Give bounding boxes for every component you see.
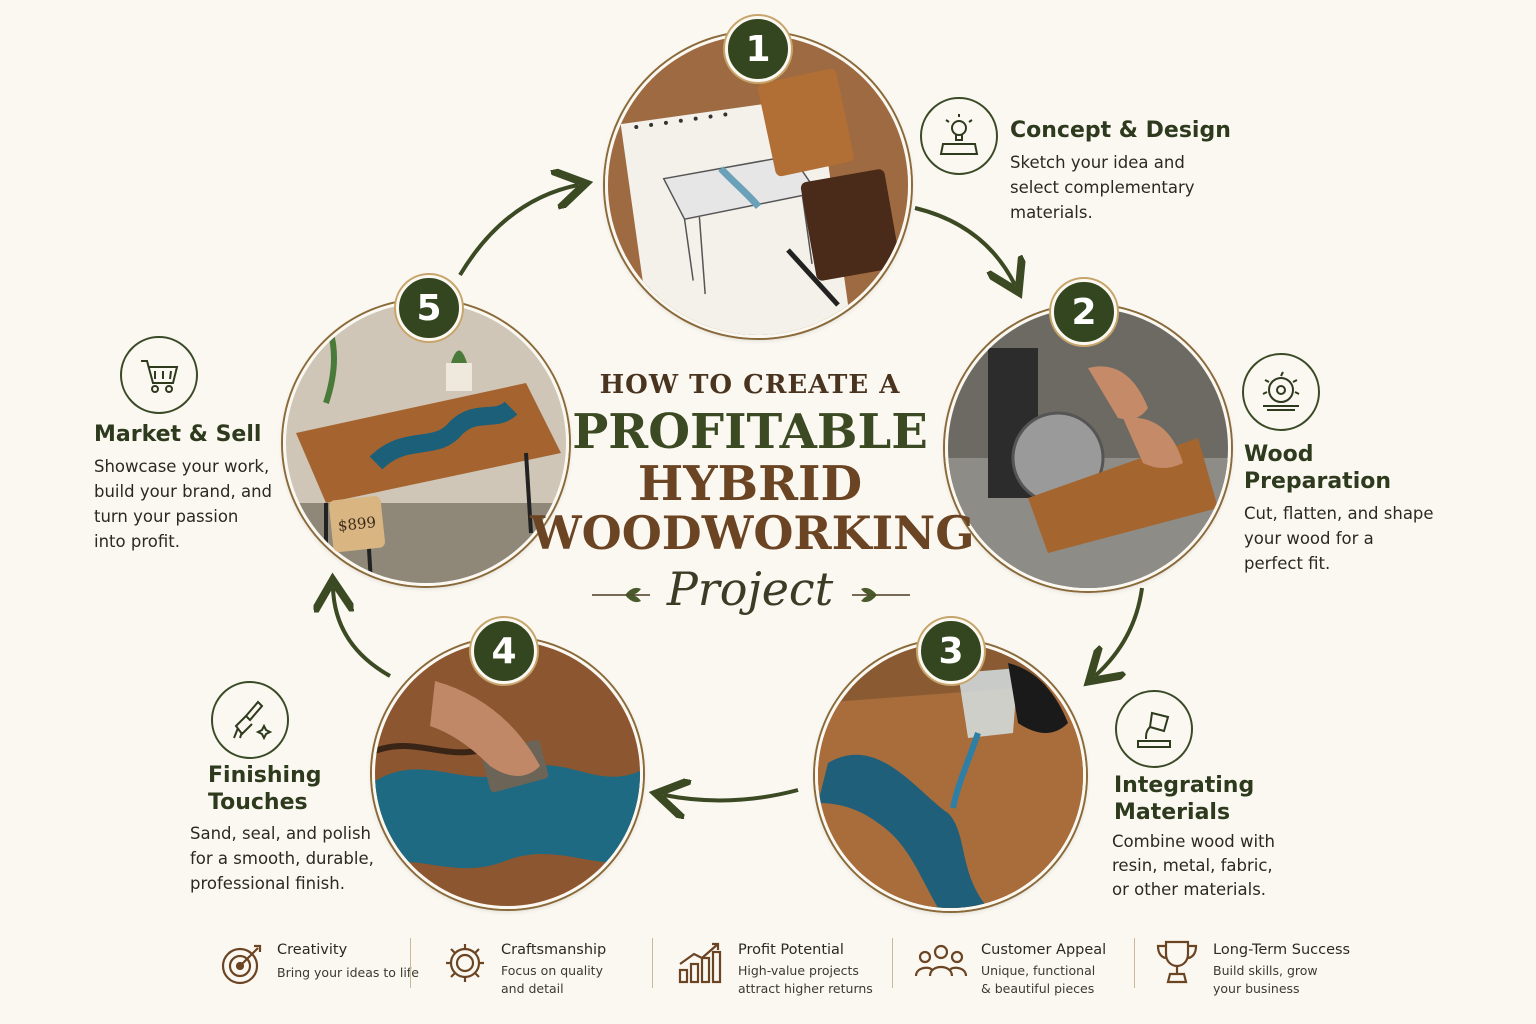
feature-profit-potential: Profit Potential High-value projects att… bbox=[676, 936, 886, 1006]
step-2-title: Wood Preparation bbox=[1244, 442, 1392, 494]
arrow-4-to-5 bbox=[333, 588, 391, 678]
step-5-badge: 5 bbox=[396, 275, 462, 341]
step-2-photo bbox=[945, 305, 1231, 591]
feature-divider bbox=[892, 938, 893, 988]
feature-profit-title: Profit Potential bbox=[738, 942, 844, 958]
title-line-1: HOW TO CREATE A bbox=[599, 370, 901, 400]
feature-divider bbox=[1134, 938, 1135, 988]
step-2-description: Cut, flatten, and shape your wood for a … bbox=[1244, 504, 1434, 573]
title-vine-ornament-left bbox=[592, 587, 650, 603]
step-4-description: Sand, seal, and polish for a smooth, dur… bbox=[190, 824, 374, 893]
step-3-badge: 3 bbox=[918, 618, 984, 684]
step-5-description: Showcase your work, build your brand, an… bbox=[94, 457, 272, 551]
step-5-title: Market & Sell bbox=[94, 422, 262, 447]
feature-craftsmanship-sub-1: Focus on quality bbox=[501, 963, 603, 978]
feature-long-term-success: Long-Term Success Build skills, grow you… bbox=[1154, 936, 1374, 1006]
pouring-cup-icon bbox=[1115, 690, 1193, 768]
feature-customer-appeal: Customer Appeal Unique, functional & bea… bbox=[914, 936, 1124, 1006]
feature-craftsmanship-title: Craftsmanship bbox=[501, 942, 607, 958]
arrow-5-to-1 bbox=[458, 185, 578, 277]
step-3-photo bbox=[815, 640, 1086, 911]
arrow-1-to-2 bbox=[914, 206, 1015, 285]
title-vine-ornament-right bbox=[852, 587, 910, 603]
feature-craftsmanship: Craftsmanship Focus on quality and detai… bbox=[440, 936, 640, 1006]
step-2-badge: 2 bbox=[1051, 279, 1117, 345]
step-4-photo bbox=[372, 638, 643, 909]
lightbulb-blueprint-icon bbox=[920, 97, 998, 175]
title-line-3: HYBRID bbox=[637, 456, 863, 512]
step-1-badge: 1 bbox=[725, 16, 791, 82]
feature-customer-sub-1: Unique, functional bbox=[981, 963, 1096, 978]
step-4-badge: 4 bbox=[471, 618, 537, 684]
price-tag: $899 bbox=[328, 495, 386, 553]
trophy-icon bbox=[1156, 940, 1198, 984]
step-1-title: Concept & Design bbox=[1010, 118, 1231, 143]
feature-customer-title: Customer Appeal bbox=[981, 942, 1107, 958]
feature-success-sub-1: Build skills, grow bbox=[1213, 963, 1318, 978]
arrow-2-to-3 bbox=[1095, 587, 1144, 676]
step-5-photo bbox=[283, 300, 569, 586]
feature-success-sub-2: your business bbox=[1213, 981, 1300, 996]
feature-creativity-sub: Bring your ideas to life bbox=[277, 965, 419, 980]
feature-profit-sub-1: High-value projects bbox=[738, 963, 859, 978]
price-tag-label: $899 bbox=[337, 513, 377, 535]
gear-icon bbox=[446, 944, 484, 982]
saw-blade-icon bbox=[1242, 353, 1320, 431]
feature-creativity: Creativity Bring your ideas to life bbox=[218, 936, 419, 1006]
target-icon bbox=[221, 944, 262, 985]
growth-chart-icon bbox=[678, 942, 722, 984]
feature-creativity-title: Creativity bbox=[277, 942, 348, 958]
paint-brush-icon bbox=[211, 681, 289, 759]
step-3-description: Combine wood with resin, metal, fabric, … bbox=[1112, 832, 1276, 899]
arrow-3-to-4 bbox=[664, 790, 799, 800]
title-line-4: WOODWORKING bbox=[530, 506, 975, 560]
title-script: Project bbox=[666, 562, 834, 616]
people-icon bbox=[914, 944, 968, 977]
step-4-title: Finishing Touches bbox=[208, 763, 322, 815]
step-1-description: Sketch your idea and select complementar… bbox=[1010, 153, 1195, 222]
feature-success-title: Long-Term Success bbox=[1213, 942, 1351, 958]
title-line-2: PROFITABLE bbox=[572, 404, 928, 460]
feature-customer-sub-2: & beautiful pieces bbox=[981, 981, 1095, 996]
shopping-cart-icon bbox=[120, 336, 198, 414]
step-3-title: Integrating Materials bbox=[1114, 773, 1255, 825]
feature-divider bbox=[410, 938, 411, 988]
feature-profit-sub-2: attract higher returns bbox=[738, 981, 873, 996]
feature-divider bbox=[652, 938, 653, 988]
feature-craftsmanship-sub-2: and detail bbox=[501, 981, 564, 996]
